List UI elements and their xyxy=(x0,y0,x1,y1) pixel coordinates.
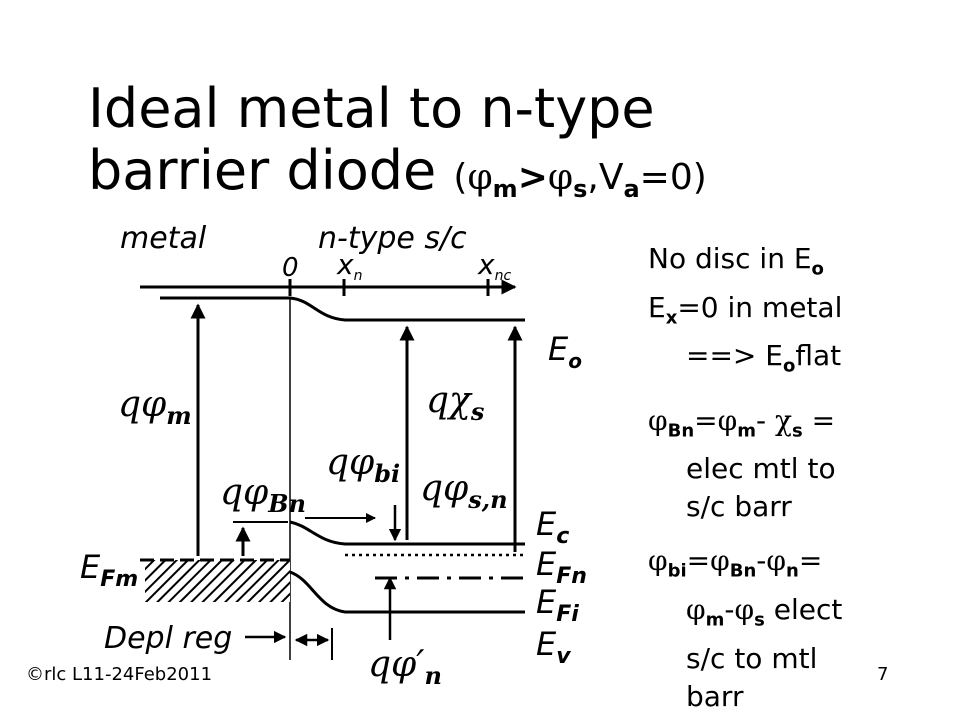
qphibi-label: qφbi xyxy=(326,442,400,488)
efn-label: EFn xyxy=(536,545,587,589)
qphibn-label: qφBn xyxy=(220,472,306,518)
qphin-prime-label: qφ′n xyxy=(368,644,442,690)
xnc-label: xnc xyxy=(477,248,511,284)
note-phi-bi: φbi=φBn-φn= xyxy=(648,544,823,582)
ev-label: Ev xyxy=(536,625,571,669)
valence-band-line xyxy=(289,570,525,614)
slide-title: Ideal metal to n-type barrier diode (φm>… xyxy=(88,78,707,220)
qphim-label: qφm xyxy=(118,384,192,430)
footer-copyright: ©rlc L11-24Feb2011 xyxy=(26,664,213,685)
notes-panel: No disc in Eo Ex=0 in metal ==> Eoflat φ… xyxy=(648,240,948,716)
qchis-label: qχs xyxy=(426,380,485,426)
phi-symbol: φ xyxy=(467,157,493,198)
title-line-1: Ideal metal to n-type xyxy=(88,77,655,140)
semiconductor-label: n-type s/c xyxy=(318,221,467,256)
xn-label: xn xyxy=(336,248,362,284)
note-phi-bn-desc-2: s/c barr xyxy=(686,490,792,524)
phi-symbol: φ xyxy=(547,157,574,198)
efi-label: EFi xyxy=(536,583,579,627)
conduction-band-line xyxy=(289,520,525,546)
page-number: 7 xyxy=(877,664,889,685)
note-phi-bi-desc-2: barr xyxy=(686,679,744,713)
eo-label: Eo xyxy=(548,330,582,373)
vacuum-level-line xyxy=(160,296,525,322)
origin-label: 0 xyxy=(282,253,299,283)
metal-fermi-hatch xyxy=(145,560,290,602)
note-eo-flat: ==> Eoflat xyxy=(686,339,842,377)
note-phi-bn-desc-1: elec mtl to xyxy=(686,452,836,486)
metal-label: metal xyxy=(120,221,207,256)
depletion-region-label: Depl reg xyxy=(104,621,232,656)
note-field-zero: Ex=0 in metal xyxy=(648,290,843,329)
qphisn-label: qφs,n xyxy=(420,468,508,514)
note-no-discontinuity: No disc in Eo xyxy=(648,242,824,280)
note-phi-bn: φBn=φm- χs = xyxy=(648,403,836,442)
title-line-2: barrier diode (φm>φs,Va=0) xyxy=(88,139,707,204)
note-phi-bi-eq-2: φm-φs elect xyxy=(686,592,843,631)
efm-label: EFm xyxy=(80,548,138,592)
note-phi-bi-desc-1: s/c to mtl xyxy=(686,641,818,675)
ec-label: Ec xyxy=(536,505,569,549)
